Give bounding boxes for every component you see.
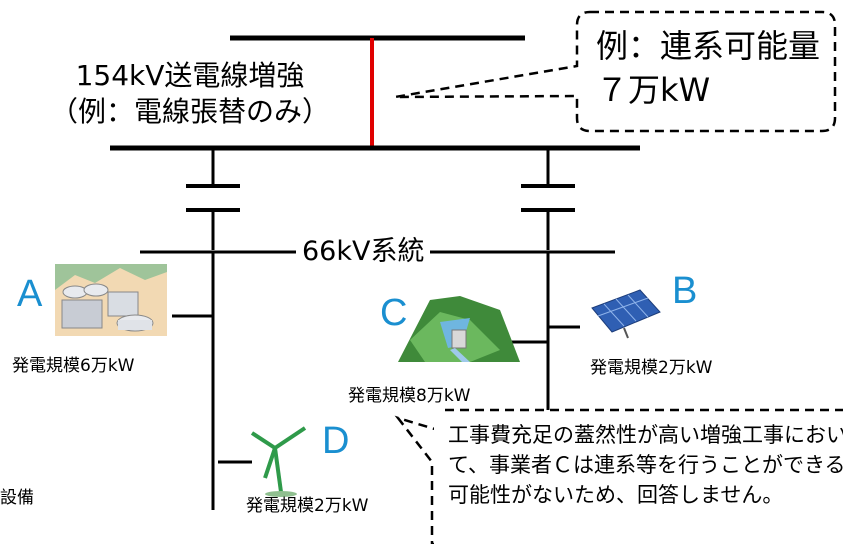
plant-c-letter: C	[380, 292, 408, 334]
capacity-callout-text: 例：連系可能量７万kW	[596, 27, 821, 109]
plant-c-size: 発電規模8万kW	[348, 386, 471, 406]
right-transformer	[521, 148, 575, 250]
plant-a-size: 発電規模6万kW	[12, 356, 135, 376]
plant-a-letter: A	[17, 273, 43, 315]
legend-fragment: 設備	[0, 488, 34, 508]
plant-d-size: 発電規模2万kW	[246, 496, 369, 516]
line-154kv-note: （例：電線張替のみ）	[49, 95, 330, 128]
left-transformer	[186, 148, 240, 250]
plant-b-letter: B	[672, 270, 698, 312]
capacity-callout-box	[394, 10, 837, 133]
hydro-dam-icon	[398, 296, 520, 362]
solar-panel-icon	[591, 289, 661, 339]
line-154kv-label: 154kV送電線増強	[75, 59, 305, 92]
note-callout-text: 工事費充足の蓋然性が高い増強工事において、事業者Ｃは連系等を行うことができる可能…	[448, 423, 843, 507]
bus-66kv-label: 66kV系統	[296, 238, 431, 265]
wind-turbine-icon	[250, 426, 307, 497]
plant-b-size: 発電規模2万kW	[590, 358, 713, 378]
thermal-plant-icon	[55, 264, 167, 336]
plant-d-letter: D	[322, 420, 350, 462]
